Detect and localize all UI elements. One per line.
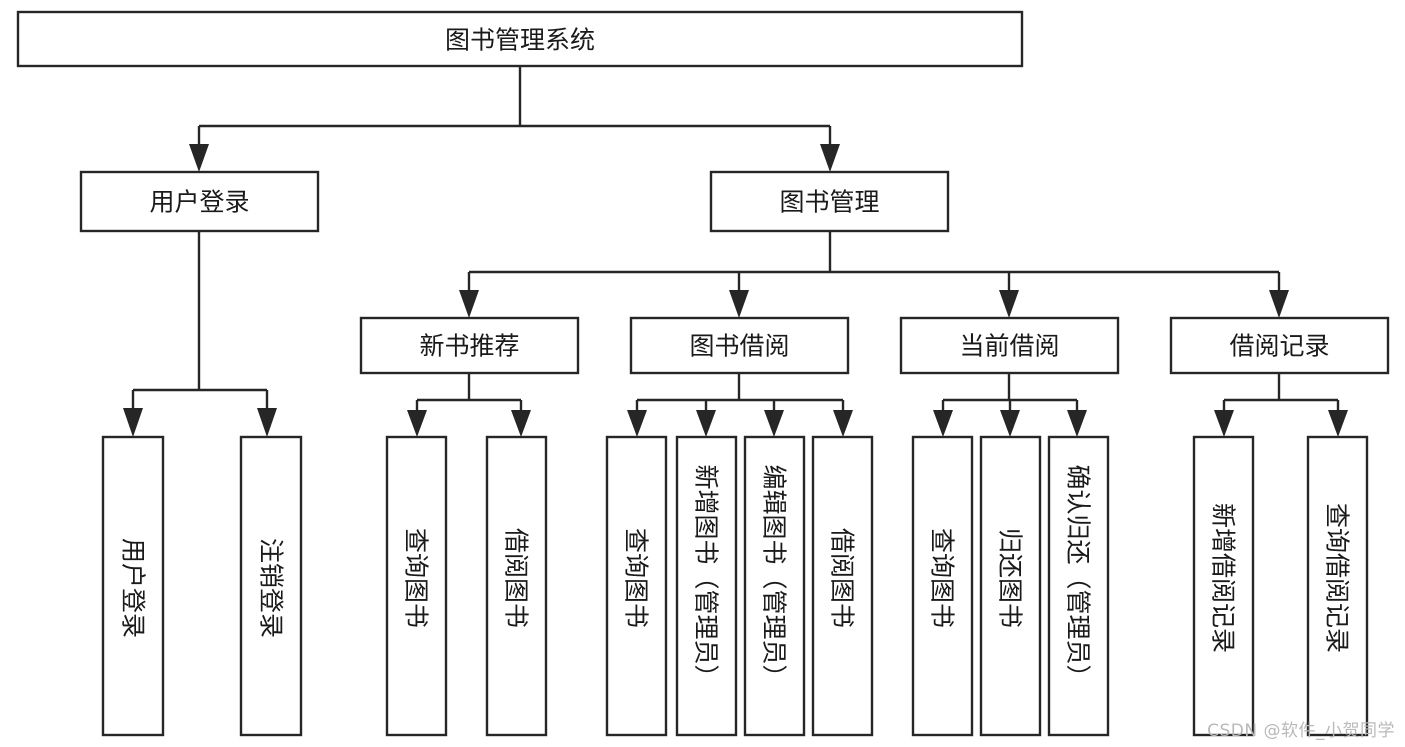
- node-leaf-add-record-box[interactable]: [1192, 435, 1255, 737]
- connector-group-new-book-recommend: [407, 373, 531, 437]
- node-leaf-edit-book-label: 编辑图书（管理员）: [760, 464, 789, 689]
- node-leaf-user-logout-label: 注销登录: [257, 538, 286, 638]
- node-leaf-query-record-label: 查询借阅记录: [1323, 503, 1352, 653]
- arrow-head-leaf-edit-book: [764, 410, 784, 437]
- arrow-head-current-borrow: [999, 290, 1019, 318]
- arrow-head-leaf-user-login: [123, 408, 143, 437]
- node-leaf-query-book-1-label: 查询图书: [402, 528, 431, 628]
- node-leaf-confirm-return[interactable]: 确认归还（管理员）: [1047, 435, 1110, 737]
- node-leaf-borrow-book-2-box[interactable]: [811, 435, 874, 737]
- connector-group-book-management: [459, 231, 1289, 318]
- node-leaf-user-login[interactable]: 用户登录: [101, 435, 165, 737]
- arrow-head-leaf-add-record: [1214, 410, 1234, 437]
- node-leaf-user-logout-box[interactable]: [239, 435, 303, 737]
- node-root-label: 图书管理系统: [445, 26, 595, 55]
- node-leaf-query-book-1[interactable]: 查询图书: [385, 435, 448, 737]
- node-leaf-borrow-book-2-label: 借阅图书: [828, 528, 857, 628]
- node-borrow-record-label: 借阅记录: [1229, 332, 1329, 361]
- arrow-head-leaf-add-book: [696, 410, 716, 437]
- node-leaf-borrow-book-1-label: 借阅图书: [502, 528, 531, 628]
- node-borrow-record[interactable]: 借阅记录: [1169, 316, 1390, 375]
- node-leaf-user-login-box[interactable]: [101, 435, 165, 737]
- node-leaf-query-book-1-box[interactable]: [385, 435, 448, 737]
- arrow-head-leaf-query-book-3: [933, 410, 953, 437]
- arrow-head-user-login: [189, 144, 209, 172]
- node-leaf-borrow-book-2[interactable]: 借阅图书: [811, 435, 874, 737]
- node-leaf-edit-book[interactable]: 编辑图书（管理员）: [743, 435, 806, 737]
- node-leaf-add-record-label: 新增借阅记录: [1209, 503, 1238, 653]
- node-leaf-borrow-book-1-box[interactable]: [485, 435, 548, 737]
- node-leaf-query-book-2-label: 查询图书: [622, 528, 651, 628]
- node-leaf-query-book-3-box[interactable]: [911, 435, 974, 737]
- node-leaf-query-record[interactable]: 查询借阅记录: [1306, 435, 1369, 737]
- connector-group-user-login: [123, 231, 277, 437]
- node-new-book-recommend-label: 新书推荐: [419, 332, 519, 361]
- node-leaf-add-book[interactable]: 新增图书（管理员）: [675, 435, 738, 737]
- node-leaf-add-book-label: 新增图书（管理员）: [692, 464, 721, 689]
- arrow-head-leaf-user-logout: [257, 408, 277, 437]
- node-root[interactable]: 图书管理系统: [16, 10, 1024, 68]
- arrow-head-leaf-query-book-2: [627, 410, 647, 437]
- arrow-head-leaf-return-book: [1000, 410, 1020, 437]
- arrow-head-borrow-record: [1269, 290, 1289, 318]
- node-user-login-label: 用户登录: [149, 188, 249, 217]
- node-book-management[interactable]: 图书管理: [709, 170, 950, 233]
- connector-group-book-borrow: [627, 373, 853, 437]
- node-leaf-query-book-3-label: 查询图书: [928, 528, 957, 628]
- arrow-head-book-borrow: [729, 290, 749, 318]
- node-leaf-borrow-book-1[interactable]: 借阅图书: [485, 435, 548, 737]
- node-current-borrow-label: 当前借阅: [959, 332, 1059, 361]
- node-borrow-record-box[interactable]: [1169, 316, 1390, 375]
- node-leaf-return-book-label: 归还图书: [996, 528, 1025, 628]
- node-current-borrow[interactable]: 当前借阅: [899, 316, 1120, 375]
- node-user-login[interactable]: 用户登录: [79, 170, 320, 233]
- node-book-management-label: 图书管理: [779, 188, 879, 217]
- node-leaf-query-book-2[interactable]: 查询图书: [605, 435, 668, 737]
- node-leaf-query-book-3[interactable]: 查询图书: [911, 435, 974, 737]
- arrow-head-new-book-recommend: [459, 290, 479, 318]
- node-user-login-box[interactable]: [79, 170, 320, 233]
- node-book-borrow[interactable]: 图书借阅: [629, 316, 850, 375]
- node-current-borrow-box[interactable]: [899, 316, 1120, 375]
- node-leaf-query-book-2-box[interactable]: [605, 435, 668, 737]
- node-book-borrow-box[interactable]: [629, 316, 850, 375]
- node-leaf-add-record[interactable]: 新增借阅记录: [1192, 435, 1255, 737]
- node-leaf-user-login-label: 用户登录: [119, 538, 148, 638]
- node-leaf-confirm-return-label: 确认归还（管理员）: [1064, 464, 1093, 689]
- connector-group-root: [189, 66, 840, 172]
- connector-group-current-borrow: [933, 373, 1087, 437]
- connector-group-borrow-record: [1214, 373, 1348, 437]
- node-leaf-return-book-box[interactable]: [979, 435, 1042, 737]
- arrow-head-leaf-confirm-return: [1067, 410, 1087, 437]
- node-book-management-box[interactable]: [709, 170, 950, 233]
- node-leaf-edit-book-box[interactable]: [743, 435, 806, 737]
- node-leaf-confirm-return-box[interactable]: [1047, 435, 1110, 737]
- node-leaf-query-record-box[interactable]: [1306, 435, 1369, 737]
- node-leaf-add-book-box[interactable]: [675, 435, 738, 737]
- node-root-box[interactable]: [16, 10, 1024, 68]
- arrow-head-leaf-query-book-1: [407, 410, 427, 437]
- arrow-head-leaf-borrow-book-2: [833, 410, 853, 437]
- node-book-borrow-label: 图书借阅: [689, 332, 789, 361]
- node-new-book-recommend-box[interactable]: [359, 316, 580, 375]
- csdn-watermark: CSDN @软件_小贺同学: [1207, 721, 1395, 741]
- node-leaf-return-book[interactable]: 归还图书: [979, 435, 1042, 737]
- arrow-head-leaf-query-record: [1328, 410, 1348, 437]
- arrow-head-book-management: [820, 144, 840, 172]
- arrow-head-leaf-borrow-book-1: [511, 410, 531, 437]
- node-new-book-recommend[interactable]: 新书推荐: [359, 316, 580, 375]
- node-leaf-user-logout[interactable]: 注销登录: [239, 435, 303, 737]
